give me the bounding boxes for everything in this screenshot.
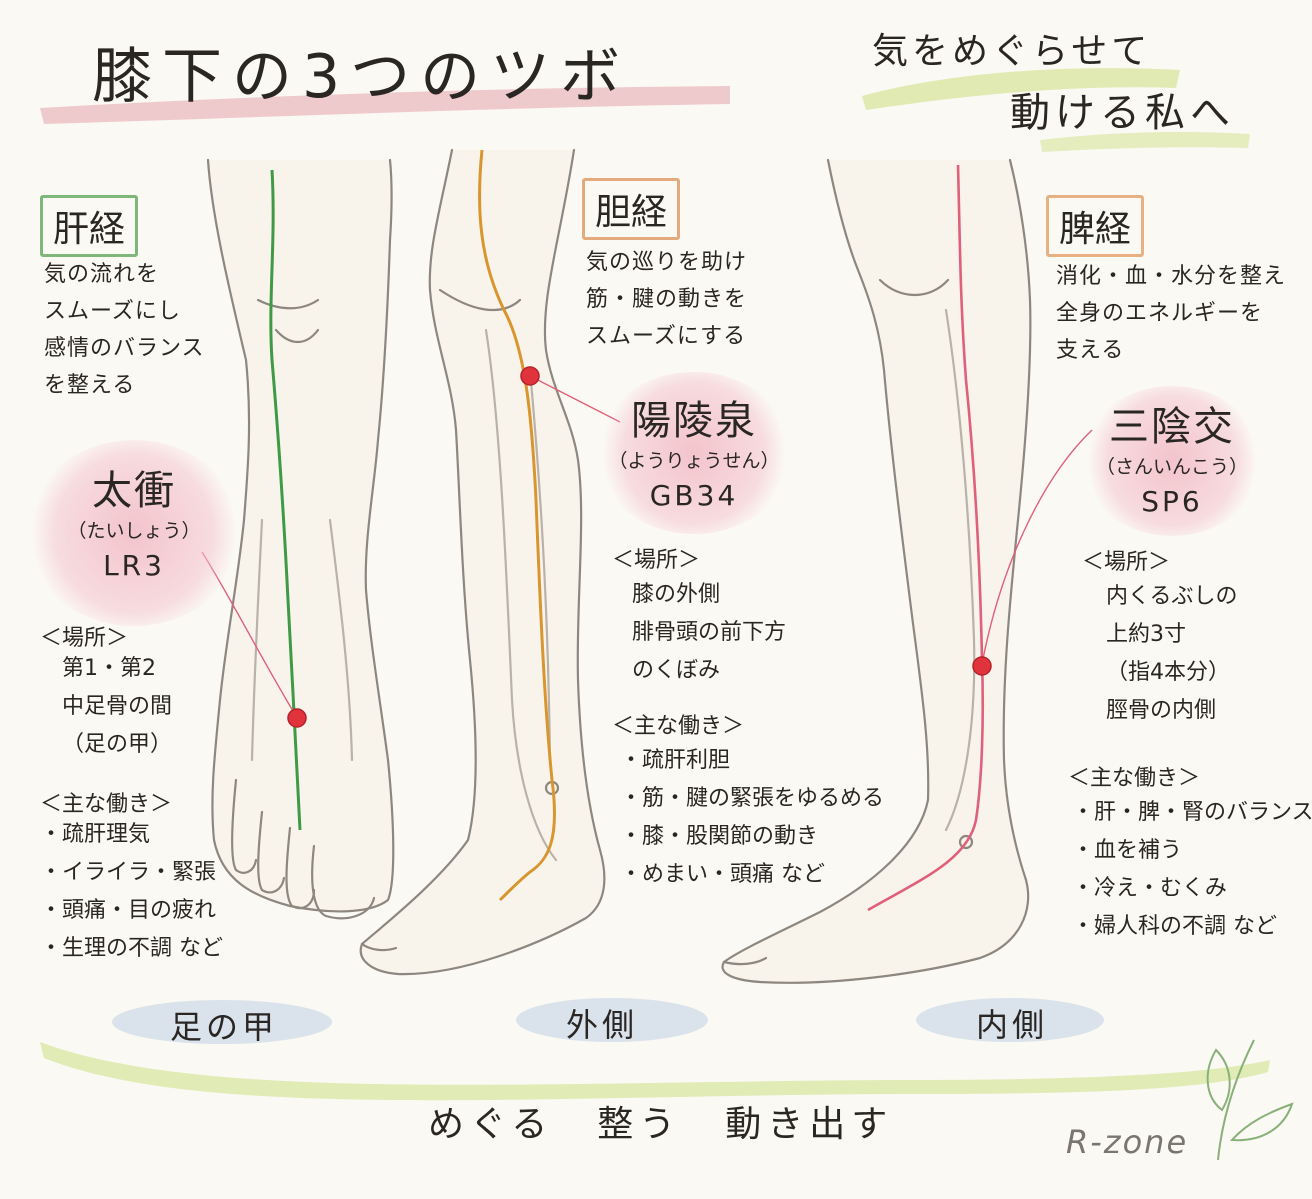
tagline-brush-stroke-2: [1040, 132, 1250, 152]
liver-location-heading: ＜場所＞: [40, 626, 129, 651]
spleen-meridian-label: 脾経: [1046, 195, 1145, 257]
title-brush-stroke: [40, 86, 730, 124]
leg-lateral: [359, 148, 606, 976]
sanyinjiao-label: 三陰交 （さんいんこう） SP6: [1095, 404, 1248, 518]
footer-brush-stroke: [40, 1042, 1270, 1101]
gallbladder-meridian-line: [478, 149, 556, 902]
view-brush-left: [112, 1000, 332, 1044]
taichong-highlight: [26, 440, 242, 626]
taichong-point: [287, 708, 307, 728]
leg-medial: [721, 158, 1032, 984]
view-brush-middle: [516, 998, 708, 1042]
liver-meridian-label: 肝経: [40, 195, 139, 257]
gallbladder-location-heading: ＜場所＞: [612, 548, 701, 573]
leaf-icon: [1206, 1039, 1294, 1161]
sanyinjiao-point: [972, 656, 992, 676]
footer-slogan: めぐる整う動き出す: [428, 1104, 894, 1145]
yanglingquan-leader-line: [529, 375, 621, 423]
liver-description: 気の流れをスムーズにし感情のバランスを整える: [44, 262, 205, 398]
sanyinjiao-highlight: [1082, 386, 1262, 536]
brand-logo: R-zone: [1066, 1123, 1189, 1161]
spleen-description: 消化・血・水分を整え全身のエネルギーを支える: [1056, 264, 1287, 363]
spleen-location: 内くるぶしの上約3寸（指4本分）脛骨の内側: [1106, 584, 1238, 723]
sanyinjiao-leader-line: [981, 429, 1093, 665]
leg-front: [206, 158, 395, 920]
view-brush-right: [916, 998, 1104, 1042]
liver-effects: ・疏肝理気・イライラ・緊張・頭痛・目の疲れ・生理の不調 など: [40, 822, 223, 961]
gallbladder-location: 膝の外側腓骨頭の前下方のくぼみ: [632, 582, 787, 683]
page-title: 膝下の3つのツボ: [92, 42, 631, 112]
taichong-label: 太衝 （たいしょう） LR3: [67, 468, 201, 582]
spleen-location-heading: ＜場所＞: [1082, 550, 1171, 575]
yanglingquan-label: 陽陵泉 （ようりょうせん） GB34: [608, 398, 780, 512]
yanglingquan-point: [520, 366, 540, 386]
gallbladder-meridian-label: 胆経: [582, 178, 681, 240]
gallbladder-description: 気の巡りを助け筋・腱の動きをスムーズにする: [586, 250, 748, 349]
tagline-brush-stroke: [862, 68, 1180, 110]
gallbladder-effects-heading: ＜主な働き＞: [612, 714, 745, 739]
spleen-effects-heading: ＜主な働き＞: [1068, 766, 1201, 791]
yanglingquan-highlight: [596, 372, 792, 534]
tagline-line-2: 動ける私へ: [1010, 90, 1235, 136]
tagline-line-1: 気をめぐらせて: [872, 31, 1152, 72]
view-label-lateral: 外側: [566, 1006, 639, 1044]
spleen-meridian-line: [867, 164, 985, 912]
view-label-medial: 内側: [976, 1006, 1049, 1044]
liver-effects-heading: ＜主な働き＞: [40, 792, 173, 817]
spleen-effects: ・肝・脾・腎のバランス・血を補う・冷え・むくみ・婦人科の不調 など: [1072, 800, 1312, 939]
gallbladder-effects: ・疏肝利胆・筋・腱の緊張をゆるめる・膝・股関節の動き・めまい・頭痛 など: [620, 748, 885, 887]
view-label-front: 足の甲: [170, 1008, 279, 1046]
